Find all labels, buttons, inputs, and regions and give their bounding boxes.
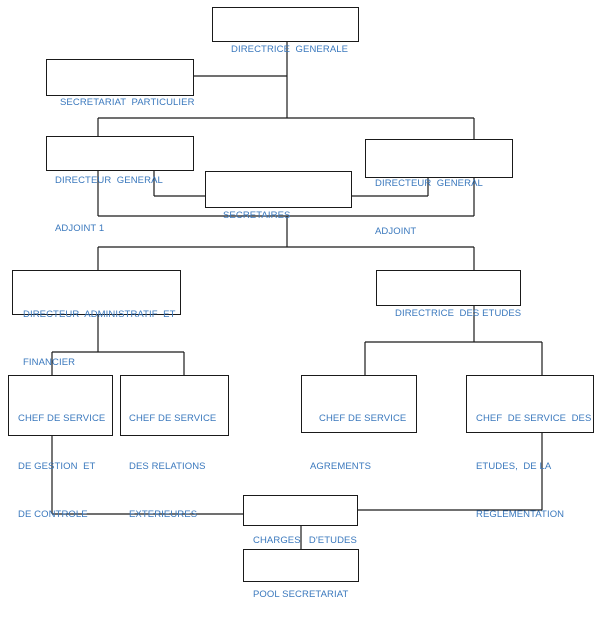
node-label-line: SECRETARIAT PARTICULIER: [60, 97, 195, 108]
node-label-line: ADJOINT 1: [55, 223, 105, 234]
node-label-line: EXTERIEURES: [129, 509, 198, 520]
charges-etudes-box: CHARGES D'ETUDES: [243, 495, 358, 546]
node-label-line: DES RELATIONS: [129, 461, 206, 472]
chef-service-gestion-controle-box: CHEF DE SERVICE DE GESTION ET DE CONTROL…: [8, 375, 113, 520]
node-label-line: ADJOINT: [375, 226, 417, 237]
directeur-general-adjoint-1-box: DIRECTEUR GENERAL ADJOINT 1: [46, 136, 194, 234]
node-label-line: DIRECTEUR GENERAL: [55, 175, 163, 186]
secretariat-particulier-box: SECRETARIAT PARTICULIER: [46, 59, 194, 108]
connector-lines: [51, 42, 543, 549]
node-label-line: DIRECTRICE GENERALE: [231, 44, 349, 55]
chef-service-etudes-reglementation-box: CHEF DE SERVICE DES ETUDES, DE LA REGLEM…: [466, 375, 594, 520]
node-label-line: POOL SECRETARIAT: [253, 589, 349, 600]
node-label-line: CHEF DE SERVICE: [129, 413, 217, 424]
directeur-administratif-financier-box: DIRECTEUR ADMINISTRATIF ET FINANCIER: [12, 270, 181, 368]
node-label-line: CHEF DE SERVICE: [18, 413, 106, 424]
node-label-line: CHEF DE SERVICE DES: [476, 413, 592, 424]
chef-service-relations-exterieures-box: CHEF DE SERVICE DES RELATIONS EXTERIEURE…: [120, 375, 229, 520]
chef-service-agrements-box: CHEF DE SERVICE AGREMENTS: [301, 375, 417, 472]
node-label-line: AGREMENTS: [310, 461, 372, 472]
node-label-line: ETUDES, DE LA: [476, 461, 552, 472]
node-label-line: SECRETAIRES: [223, 210, 291, 221]
node-label-line: CHARGES D'ETUDES: [253, 535, 357, 546]
secretaires-box: SECRETAIRES: [205, 171, 352, 221]
node-label-line: DE CONTROLE: [18, 509, 88, 520]
node-label-line: DIRECTEUR ADMINISTRATIF ET: [23, 309, 176, 320]
node-label-line: CHEF DE SERVICE: [319, 413, 407, 424]
pool-secretariat-box: POOL SECRETARIAT: [243, 549, 359, 600]
directrice-generale-box: DIRECTRICE GENERALE: [212, 7, 359, 55]
directrice-des-etudes-box: DIRECTRICE DES ETUDES: [376, 270, 521, 319]
node-label-line: DE GESTION ET: [18, 461, 96, 472]
node-label-line: DIRECTEUR GENERAL: [375, 178, 483, 189]
node-label-line: REGLEMENTATION: [476, 509, 565, 520]
directeur-general-adjoint-box: DIRECTEUR GENERAL ADJOINT: [365, 139, 513, 237]
node-label-line: DIRECTRICE DES ETUDES: [395, 308, 522, 319]
node-label-line: FINANCIER: [23, 357, 76, 368]
